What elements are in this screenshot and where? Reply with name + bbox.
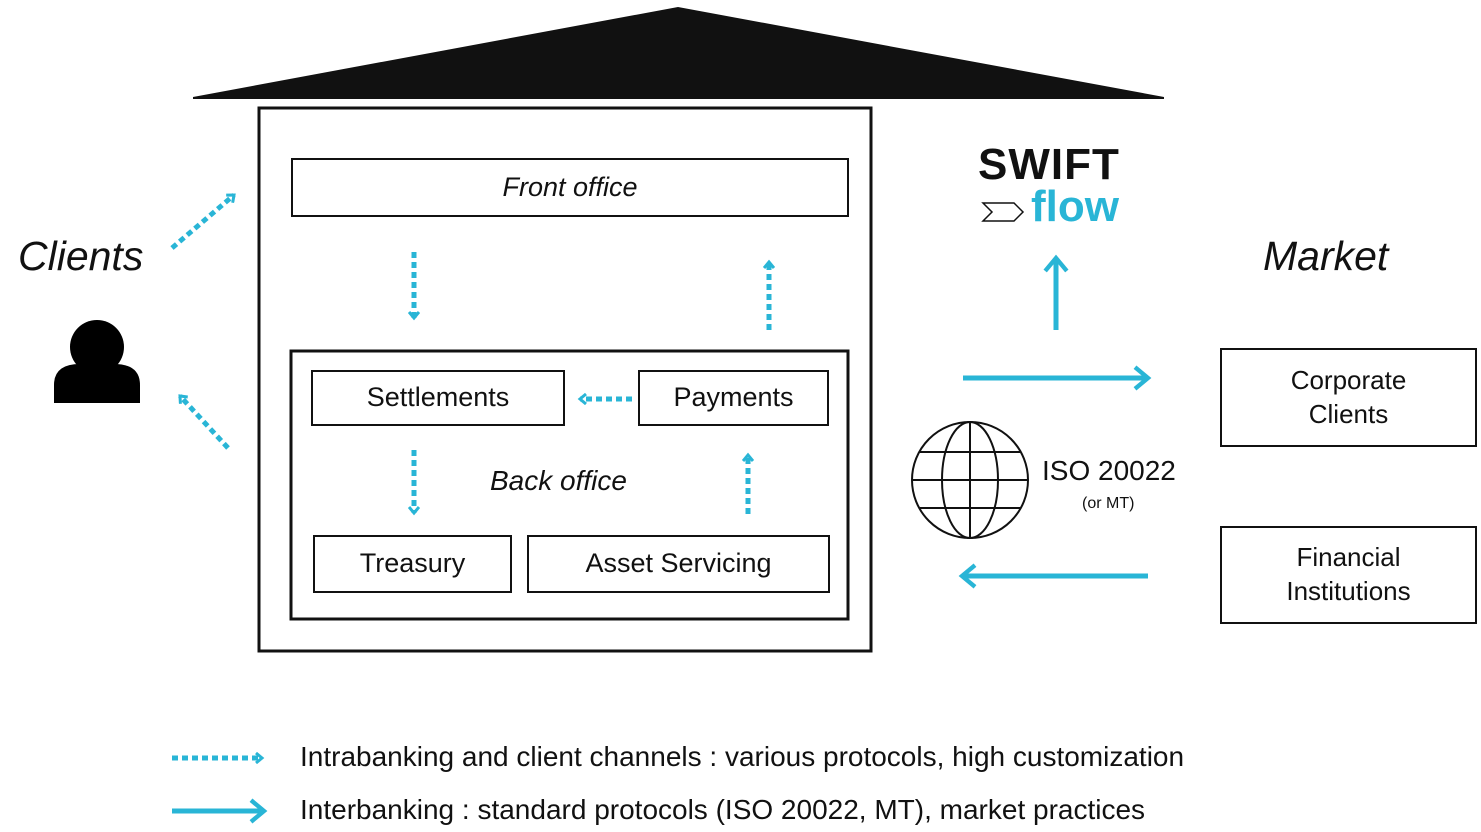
swift-logo-text: SWIFT <box>978 140 1120 189</box>
globe-icon <box>911 421 1029 539</box>
arrow-clients-to-front-office <box>170 193 234 250</box>
swift-flow-logo-text: flow <box>1031 182 1119 231</box>
solid-arrows <box>958 254 1152 589</box>
market-label: Market <box>1263 233 1389 279</box>
asset-servicing-label: Asset Servicing <box>585 548 772 579</box>
corporate-clients-label: Corporate Clients <box>1290 364 1407 429</box>
iso-label: ISO 20022 <box>1042 455 1176 486</box>
financial-institutions-box: Financial Institutions <box>1220 526 1477 624</box>
front-office-box: Front office <box>291 158 849 217</box>
asset-servicing-box: Asset Servicing <box>527 535 830 593</box>
settlements-label: Settlements <box>366 382 510 413</box>
payments-box: Payments <box>638 370 829 426</box>
front-office-label: Front office <box>502 171 638 202</box>
legend-dashed-text: Intrabanking and client channels : vario… <box>300 741 1185 772</box>
iso-sub-label: (or MT) <box>1082 495 1135 512</box>
legend-solid-text: Interbanking : standard protocols (ISO 2… <box>300 794 1146 825</box>
back-office-frame <box>289 349 850 621</box>
financial-institutions-label: Financial Institutions <box>1286 542 1411 606</box>
person-icon <box>54 320 140 403</box>
arrow-to-clients <box>178 396 230 450</box>
treasury-label: Treasury <box>359 548 466 579</box>
swift-flow-chevron-icon <box>981 202 1025 222</box>
building-roof <box>193 7 1164 99</box>
settlements-box: Settlements <box>311 370 565 426</box>
treasury-box: Treasury <box>313 535 512 593</box>
bank-building-frame <box>257 106 873 653</box>
back-office-label: Back office <box>490 465 627 496</box>
payments-label: Payments <box>673 382 794 413</box>
dashed-arrows <box>170 193 769 514</box>
clients-label: Clients <box>18 233 144 279</box>
corporate-clients-box: Corporate Clients <box>1220 348 1477 447</box>
